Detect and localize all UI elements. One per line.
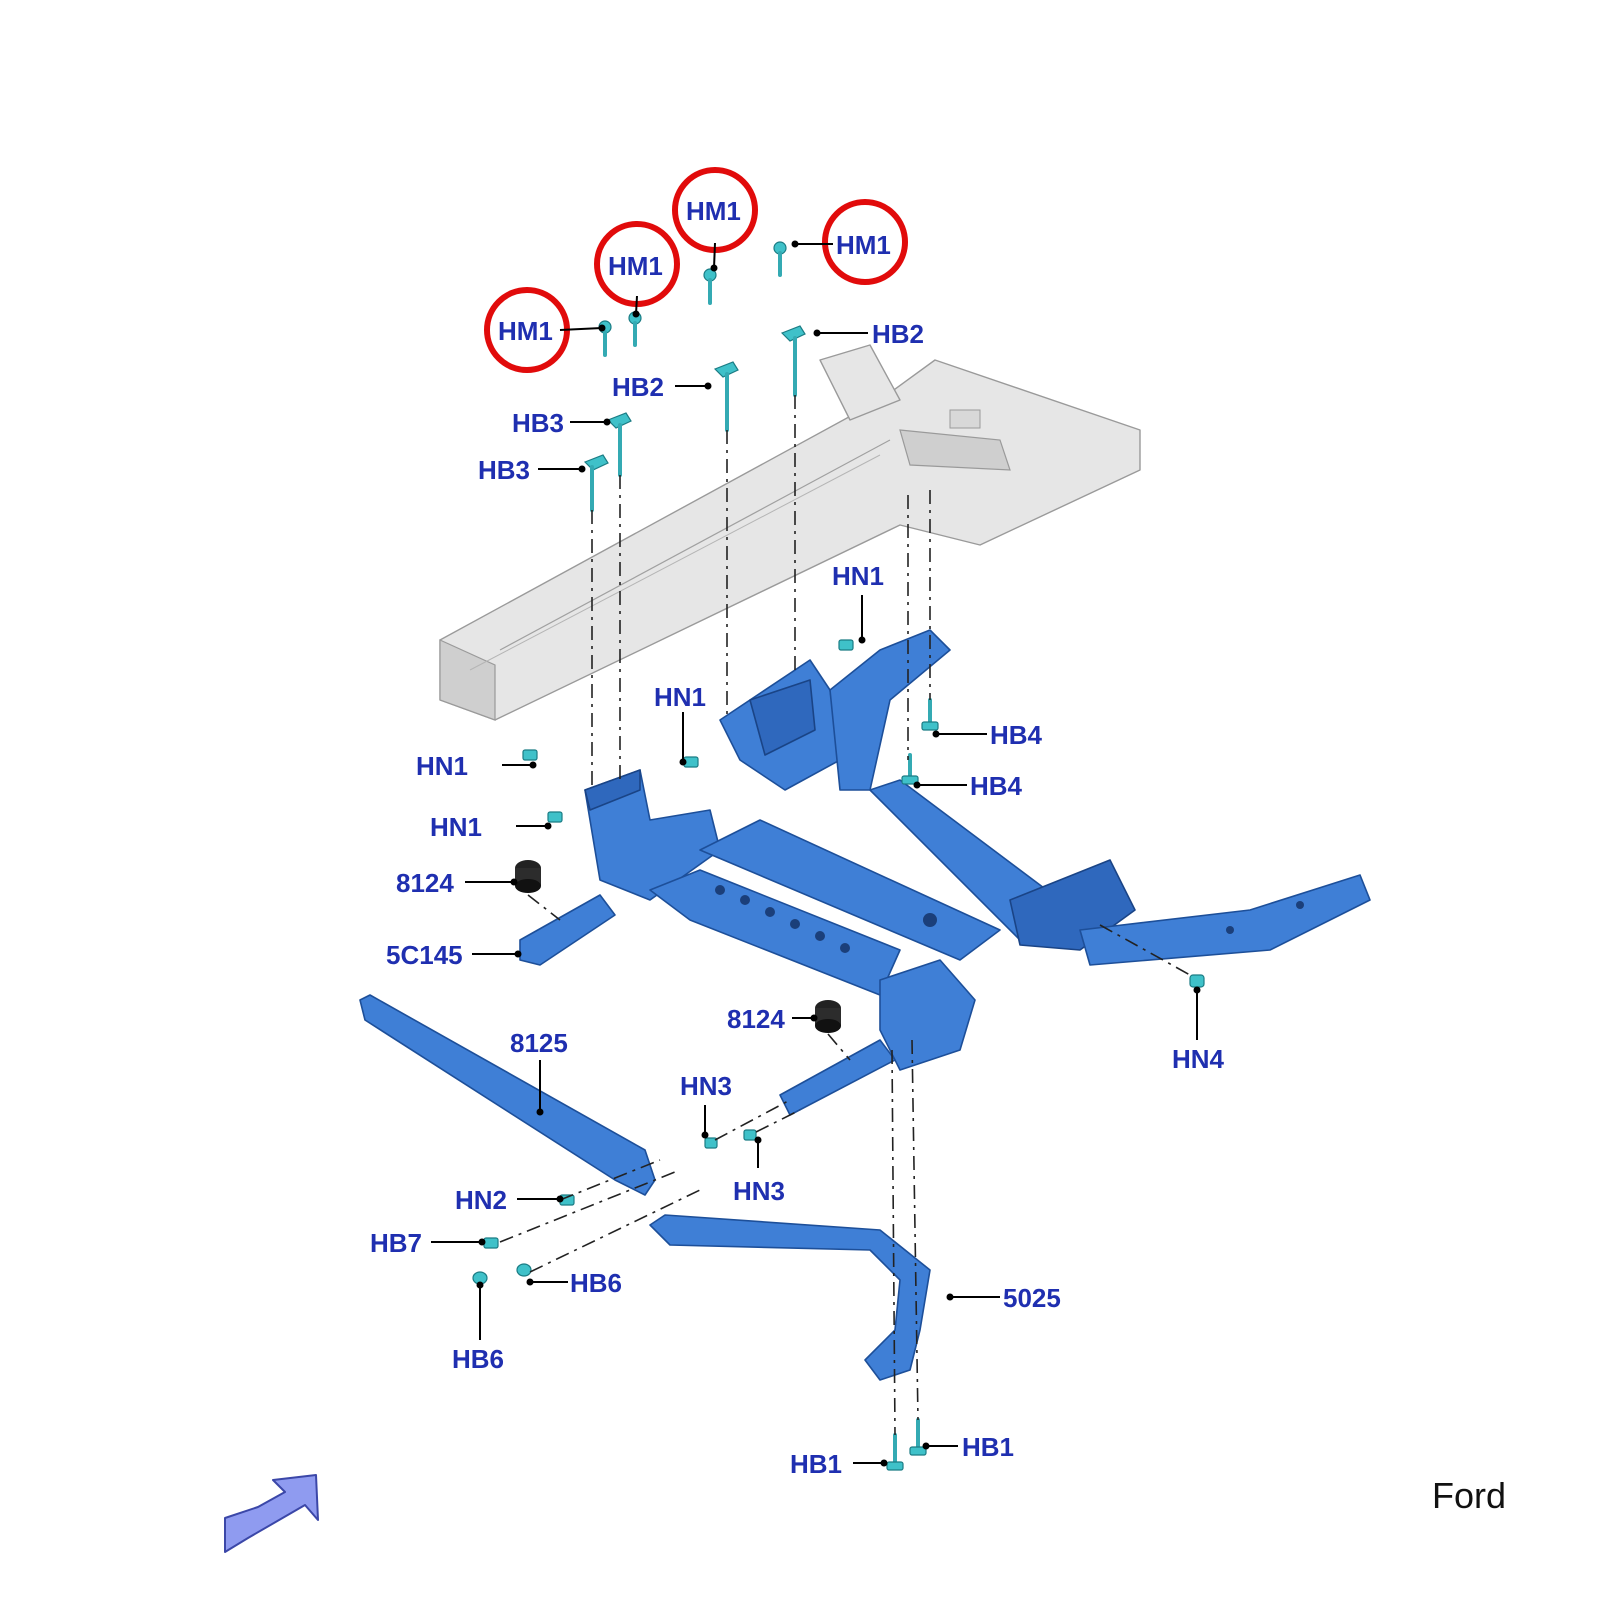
- alignment-lines: [499, 395, 1191, 1436]
- callout-hn1: HN1: [416, 751, 468, 781]
- callout-8125: 8125: [510, 1028, 568, 1058]
- callout-hb2: HB2: [872, 319, 924, 349]
- callout-hm1: HM1: [836, 230, 891, 260]
- callout-hb3: HB3: [478, 455, 530, 485]
- front-direction-arrow-icon: [224, 1474, 319, 1553]
- body-side-rail: [439, 344, 1141, 721]
- red-circle-icon: [822, 199, 908, 285]
- brace-bracket-5025: [649, 1214, 931, 1381]
- callout-5c145: 5C145: [386, 940, 463, 970]
- leader-lines: [431, 240, 1201, 1467]
- callout-hm1: HM1: [686, 196, 741, 226]
- callout-5025: 5025: [1003, 1283, 1061, 1313]
- callout-hb1: HB1: [962, 1432, 1014, 1462]
- callout-hb7: HB7: [370, 1228, 422, 1258]
- brand-label: Ford: [1432, 1475, 1506, 1516]
- callout-hb4: HB4: [970, 771, 1023, 801]
- callout-hm1: HM1: [608, 251, 663, 281]
- callout-8124: 8124: [727, 1004, 785, 1034]
- callout-hb3: HB3: [512, 408, 564, 438]
- callout-hn1: HN1: [654, 682, 706, 712]
- callout-hn1: HN1: [832, 561, 884, 591]
- callout-hb6: HB6: [452, 1344, 504, 1374]
- callout-hm1: HM1: [498, 316, 553, 346]
- callout-hb2: HB2: [612, 372, 664, 402]
- front-subframe: [519, 629, 1371, 1116]
- front-cross-bar-8125: [359, 994, 656, 1196]
- callout-hn1: HN1: [430, 812, 482, 842]
- callout-hb6: HB6: [570, 1268, 622, 1298]
- callout-hn2: HN2: [455, 1185, 507, 1215]
- callout-hb1: HB1: [790, 1449, 842, 1479]
- callout-hn4: HN4: [1172, 1044, 1225, 1074]
- callout-hn3: HN3: [680, 1071, 732, 1101]
- callout-hn3: HN3: [733, 1176, 785, 1206]
- mount-bushing-8124-a: [515, 860, 541, 893]
- callout-8124: 8124: [396, 868, 454, 898]
- mount-bushing-8124-b: [815, 1000, 841, 1033]
- callout-hb4: HB4: [990, 720, 1043, 750]
